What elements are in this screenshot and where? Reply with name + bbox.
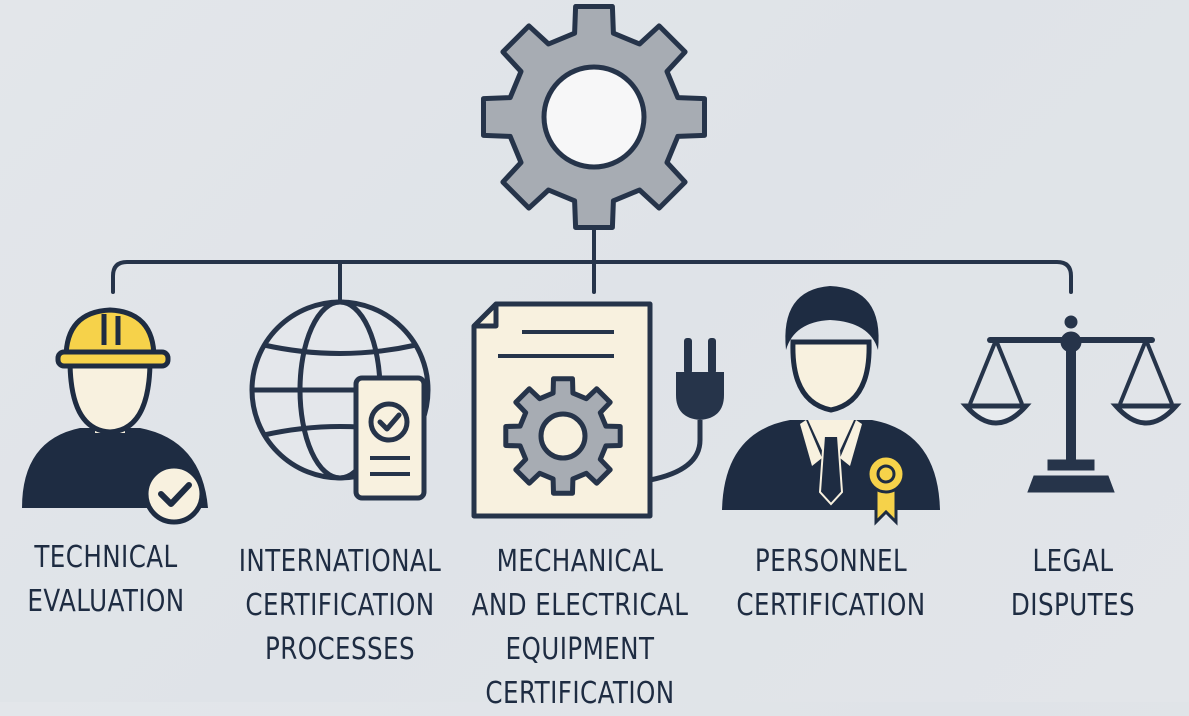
category-label-technical-evaluation: TECHNICAL EVALUATION bbox=[27, 540, 185, 619]
category-label-international-certification: INTERNATIONAL CERTIFICATION PROCESSES bbox=[238, 544, 442, 667]
category-label-personnel-certification: PERSONNEL CERTIFICATION bbox=[736, 544, 926, 623]
category-label-legal-disputes: LEGAL DISPUTES bbox=[1010, 544, 1136, 623]
category-label-equipment-certification: MECHANICAL AND ELECTRICAL EQUIPMENT CERT… bbox=[471, 544, 689, 711]
scales-of-justice-icon bbox=[960, 315, 1182, 493]
businessman-badge-icon bbox=[722, 286, 940, 526]
globe-certificate-icon bbox=[249, 299, 431, 501]
document-gear-plug-icon bbox=[471, 301, 724, 519]
worker-hard-hat-check-icon bbox=[22, 307, 208, 525]
gear-icon bbox=[481, 4, 707, 230]
